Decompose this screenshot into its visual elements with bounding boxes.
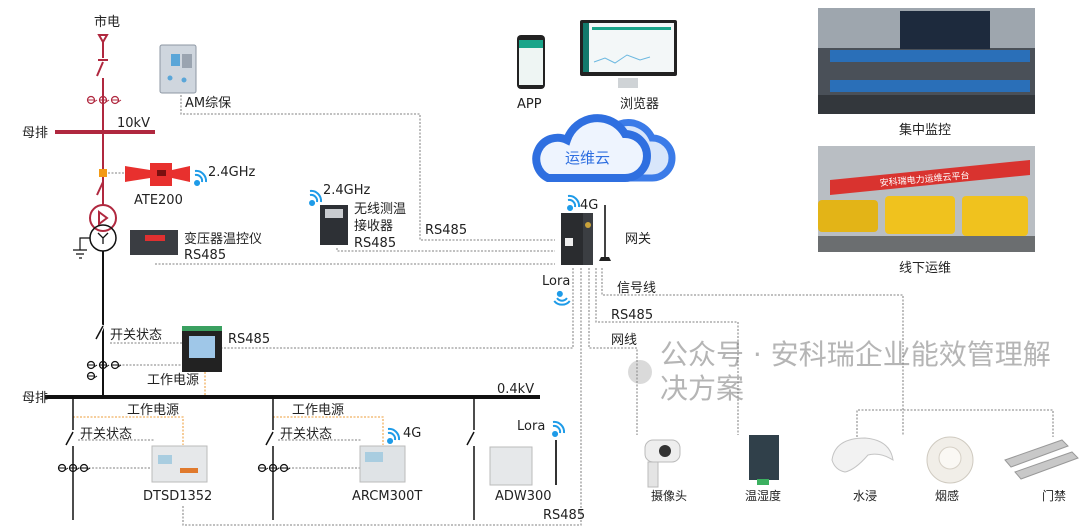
field-maintenance-photo: 安科瑞电力运维云平台 线下运维 bbox=[818, 146, 1035, 276]
link-signal-label: 信号线 bbox=[617, 281, 656, 296]
feeder-switch-status: 开关状态 bbox=[280, 427, 332, 442]
am-link-protocol: RS485 bbox=[425, 223, 467, 238]
sensor-label: 温湿度 bbox=[745, 488, 781, 503]
wireless-icon bbox=[308, 189, 323, 207]
gateway-label: 网关 bbox=[625, 232, 651, 247]
transformer-temp-controller: 变压器温控仪 RS485 bbox=[130, 230, 262, 263]
lv-power-label: 工作电源 bbox=[147, 373, 199, 388]
receiver-wireless: 2.4GHz bbox=[323, 183, 371, 198]
sensor-water-leak: 水浸 bbox=[831, 437, 894, 503]
receiver-label-1: 无线测温 bbox=[354, 202, 406, 217]
lv-incoming: 开关状态 RS485 工作电源 母排 0.4kV bbox=[22, 324, 540, 406]
sensor-smoke: 烟感 bbox=[926, 436, 974, 503]
transformer-ctrl-label: 变压器温控仪 bbox=[184, 231, 262, 247]
gateway-device: 4G 网关 Lora bbox=[542, 194, 651, 310]
gateway-network: 4G bbox=[580, 198, 598, 213]
watermark: 公众号 · 安科瑞企业能效管理解决方案 bbox=[660, 338, 1051, 405]
lv-bus-voltage: 0.4kV bbox=[497, 382, 534, 397]
ate200-sensor: 2.4GHz ATE200 bbox=[125, 163, 256, 208]
feeder-arcm300t: 工作电源 开关状态 4G ARCM300T bbox=[257, 397, 422, 520]
hv-line: 市电 母排 10kV bbox=[22, 14, 155, 397]
sensor-label: 门禁 bbox=[1042, 488, 1066, 503]
feeder-switch-status: 开关状态 bbox=[80, 427, 132, 442]
lv-meter-protocol: RS485 bbox=[228, 332, 270, 347]
browser-monitor: 浏览器 bbox=[580, 20, 677, 112]
feeder-dtsd1352: 工作电源 开关状态 DTSD1352 bbox=[57, 397, 212, 520]
cloud-label: 运维云 bbox=[565, 149, 610, 167]
feeder-power: 工作电源 bbox=[127, 403, 179, 418]
app-label: APP bbox=[517, 97, 542, 112]
feeder-device: ARCM300T bbox=[352, 489, 422, 504]
feeder-network: Lora bbox=[517, 419, 545, 434]
lv-switch-status: 开关状态 bbox=[110, 328, 162, 343]
feeder-network: 4G bbox=[403, 426, 421, 441]
ate-label: ATE200 bbox=[134, 193, 183, 208]
feeder-power: 工作电源 bbox=[292, 403, 344, 418]
4g-signal-icon bbox=[566, 194, 581, 212]
feeder-device: DTSD1352 bbox=[143, 489, 212, 504]
link-ethernet-label: 网线 bbox=[611, 333, 637, 348]
transformer-ctrl-protocol: RS485 bbox=[184, 248, 226, 263]
hv-bus-label: 母排 bbox=[22, 126, 48, 141]
sensor-label: 水浸 bbox=[853, 489, 877, 503]
lv-bus-label: 母排 bbox=[22, 391, 48, 406]
sensor-camera: 摄像头 bbox=[644, 439, 687, 503]
ate-wireless: 2.4GHz bbox=[208, 165, 256, 180]
sensor-label: 烟感 bbox=[935, 488, 959, 503]
gateway-lora: Lora bbox=[542, 274, 570, 289]
lora-icon bbox=[551, 420, 566, 438]
am-protection-device: AM综保 bbox=[159, 44, 231, 111]
lora-icon bbox=[550, 288, 572, 310]
wireless-icon bbox=[193, 169, 208, 187]
feeder-adw300: Lora ADW300 bbox=[466, 397, 566, 520]
feeder-device: ADW300 bbox=[495, 489, 552, 504]
wireless-temp-receiver: 2.4GHz 无线测温 接收器 RS485 bbox=[308, 183, 406, 251]
app-phone: APP bbox=[517, 35, 545, 112]
sensor-label: 摄像头 bbox=[651, 488, 687, 503]
sensor-point bbox=[99, 169, 107, 177]
sensor-door-access: 门禁 bbox=[1004, 439, 1079, 503]
am-label: AM综保 bbox=[185, 96, 231, 111]
receiver-protocol: RS485 bbox=[354, 236, 396, 251]
transformer-primary bbox=[89, 204, 117, 232]
receiver-label-2: 接收器 bbox=[354, 218, 393, 234]
field-maintenance-label: 线下运维 bbox=[899, 261, 951, 276]
sensor-temp-humidity: 温湿度 bbox=[745, 435, 781, 503]
bottom-bus-protocol: RS485 bbox=[543, 508, 585, 523]
link-rs485-label: RS485 bbox=[611, 308, 653, 323]
central-monitoring-label: 集中监控 bbox=[899, 122, 951, 138]
ops-cloud-icon: 运维云 bbox=[532, 114, 676, 182]
wechat-logo-icon bbox=[628, 360, 652, 384]
source-label: 市电 bbox=[94, 14, 120, 30]
browser-label: 浏览器 bbox=[620, 96, 659, 112]
4g-signal-icon bbox=[386, 427, 401, 445]
central-monitoring-photo: 集中监控 bbox=[818, 8, 1035, 138]
hv-bus-voltage: 10kV bbox=[117, 116, 150, 131]
comm-links bbox=[73, 95, 1054, 526]
ground-icon bbox=[73, 237, 90, 259]
